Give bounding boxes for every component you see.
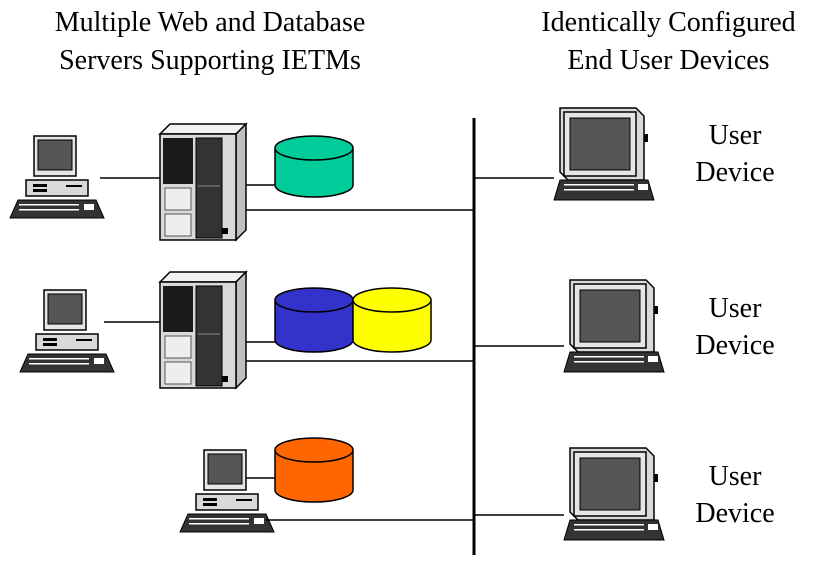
database-icon <box>352 287 432 353</box>
user-device-label-1: User Device <box>685 117 785 191</box>
laptop-icon <box>553 107 655 201</box>
user-devices-heading-line1: Identically Configured <box>541 7 796 38</box>
database-icon <box>274 287 354 353</box>
desktop-computer-icon <box>19 289 115 373</box>
user-device-label-3: User Device <box>685 458 785 532</box>
user-device-label-line2: Device <box>695 157 775 188</box>
laptop-icon <box>563 447 665 541</box>
server-tower-icon <box>159 271 247 389</box>
user-device-label-line2: Device <box>695 498 775 529</box>
user-device-label-line1: User <box>708 120 762 151</box>
user-devices-heading: Identically Configured End User Devices <box>520 4 817 80</box>
database-icon <box>274 437 354 503</box>
user-devices-heading-line2: End User Devices <box>567 45 770 76</box>
desktop-computer-icon <box>9 135 105 219</box>
user-device-label-line2: Device <box>695 330 775 361</box>
user-device-label-2: User Device <box>685 290 785 364</box>
servers-heading-line1: Multiple Web and Database <box>54 7 366 38</box>
laptop-icon <box>563 279 665 373</box>
servers-heading: Multiple Web and Database Servers Suppor… <box>10 4 410 80</box>
server-tower-icon <box>159 123 247 241</box>
user-device-label-line1: User <box>708 461 762 492</box>
database-icon <box>274 135 354 198</box>
servers-heading-line2: Servers Supporting IETMs <box>59 45 361 76</box>
user-device-label-line1: User <box>708 293 762 324</box>
desktop-computer-icon <box>179 449 275 533</box>
